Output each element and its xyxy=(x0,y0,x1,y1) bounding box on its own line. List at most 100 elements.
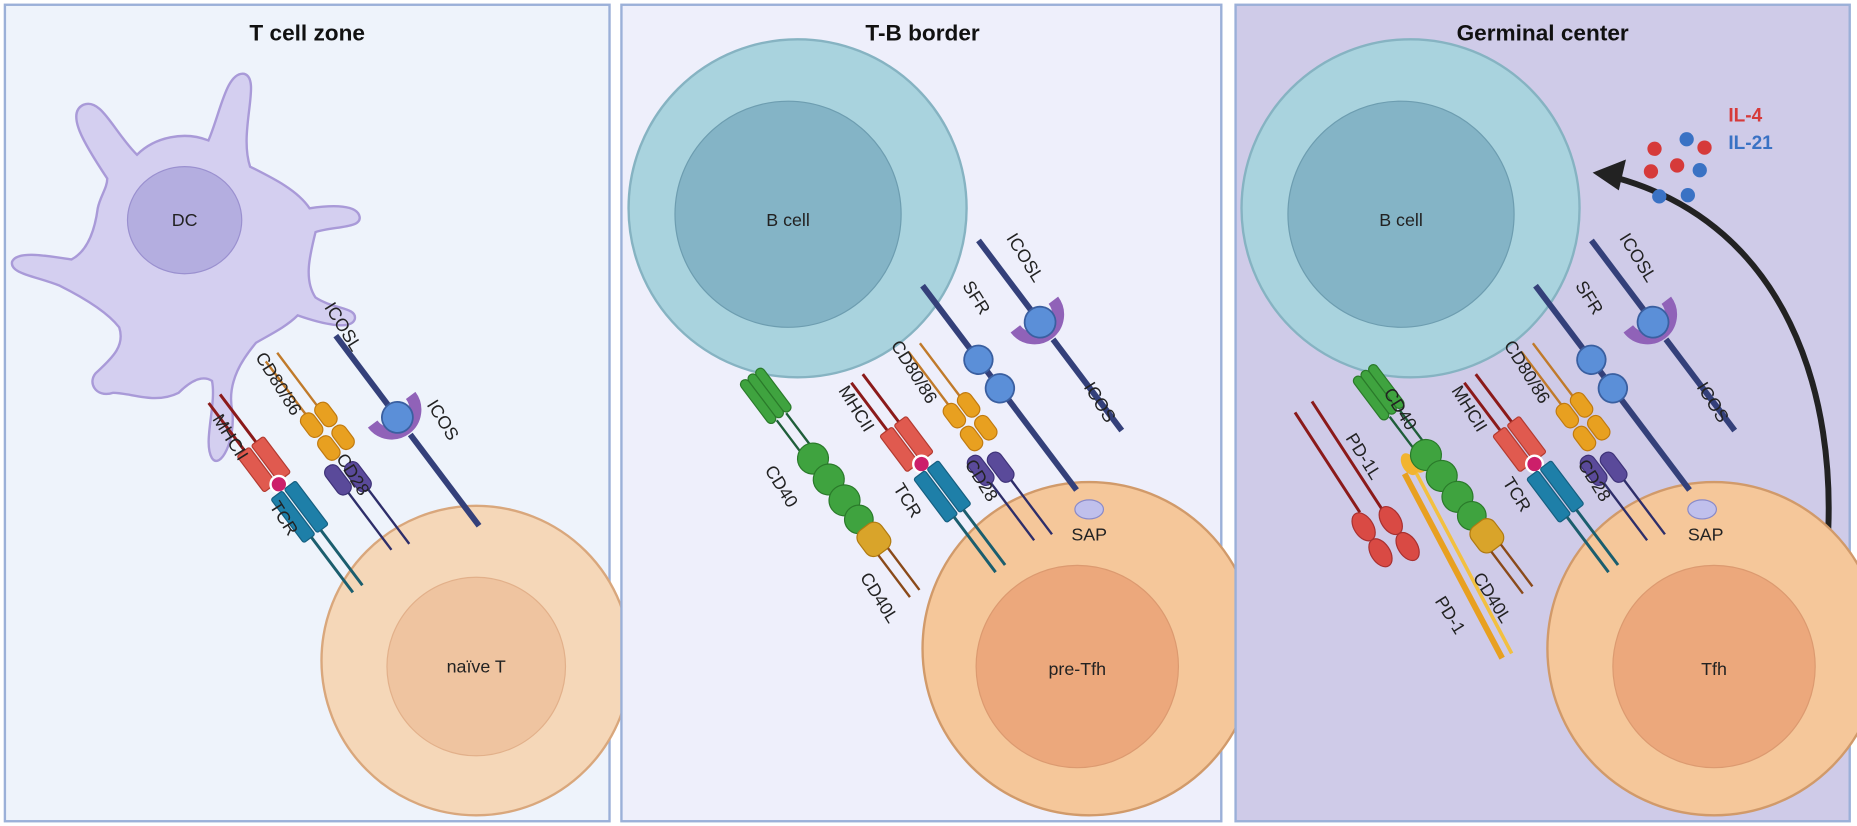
receptor-part xyxy=(1023,305,1057,339)
receptor-part xyxy=(962,508,1007,566)
panel-title: Germinal center xyxy=(1457,20,1629,45)
receptors xyxy=(1293,238,1738,660)
receptor-part xyxy=(269,474,289,494)
dc-label: DC xyxy=(172,210,198,230)
cd80-cd28-complex xyxy=(264,352,411,551)
label-sap: SAP xyxy=(1688,524,1724,544)
receptor-part xyxy=(1368,538,1393,568)
receptor-part xyxy=(271,491,315,543)
receptor-part xyxy=(907,351,949,405)
mhcii-tcr-complex xyxy=(1463,373,1620,574)
receptor-part xyxy=(1524,454,1545,474)
icosl-icos-complex xyxy=(1589,238,1738,433)
receptor-part xyxy=(775,419,804,456)
receptor-part xyxy=(1352,375,1390,421)
receptor-part xyxy=(739,379,777,425)
receptor-part xyxy=(913,470,958,523)
receptor-part xyxy=(367,488,411,545)
receptor-part xyxy=(966,454,995,487)
icosl-icos-complex xyxy=(333,333,482,528)
receptor-part xyxy=(1636,305,1670,339)
receptor-part xyxy=(1490,551,1524,595)
receptor-part xyxy=(877,554,911,598)
cd40-cd40l-complex xyxy=(1352,364,1534,595)
receptor-part xyxy=(319,529,364,587)
sap-protein xyxy=(1687,499,1718,520)
receptor-part xyxy=(990,482,1036,542)
receptor-part xyxy=(347,492,393,551)
cd80-cd28-complex xyxy=(907,342,1053,542)
il21-molecule xyxy=(1652,189,1667,204)
receptor-part xyxy=(284,481,329,533)
receptor-part xyxy=(1623,479,1666,536)
icosl-icos-complex xyxy=(976,238,1125,433)
receptor-part xyxy=(1603,482,1649,542)
cd40-cd40l-complex xyxy=(739,367,921,598)
receptor-part xyxy=(1597,373,1629,404)
naive-t-nucleus xyxy=(386,576,567,757)
receptor-part xyxy=(912,454,932,474)
receptor-part xyxy=(1572,425,1597,452)
receptor-part xyxy=(1565,516,1610,574)
receptor-part xyxy=(1555,402,1580,429)
receptor-part xyxy=(310,536,355,594)
receptor-part xyxy=(1576,344,1607,375)
receptor-part xyxy=(918,342,961,397)
sfr-complex xyxy=(1533,283,1692,492)
il21-label: IL-21 xyxy=(1728,133,1773,154)
il4-molecule xyxy=(1643,164,1659,179)
panel-title: T-B border xyxy=(865,20,980,45)
dc-nucleus xyxy=(126,166,243,275)
receptor-part xyxy=(1520,351,1562,405)
receptor-part xyxy=(1293,411,1362,514)
receptor-part xyxy=(333,333,393,410)
receptor-part xyxy=(1586,414,1611,441)
receptor-part xyxy=(1463,381,1503,434)
b-cell-label: B cell xyxy=(766,210,810,230)
b-cell-nucleus xyxy=(674,100,902,328)
mhcii-tcr-complex xyxy=(207,393,364,594)
sap-protein xyxy=(1074,499,1105,520)
receptor-part xyxy=(976,238,1036,315)
receptor-part xyxy=(1395,531,1420,562)
b-cell-label: B cell xyxy=(1379,210,1423,230)
cytokine-cluster xyxy=(1643,132,1712,204)
pd1l-complex xyxy=(1293,400,1420,568)
receptor-part xyxy=(927,460,971,513)
il4-molecule xyxy=(1647,141,1662,156)
receptor-part xyxy=(381,401,414,434)
secretion-arrow xyxy=(1617,175,1832,551)
receptor-part xyxy=(1388,416,1417,452)
receptor-part xyxy=(850,381,890,434)
receptor-part xyxy=(1589,238,1649,315)
il21-molecule xyxy=(1679,132,1694,147)
receptor-part xyxy=(963,344,994,375)
receptor-part xyxy=(974,414,998,441)
panel-t-cell-zone: T cell zone DC naïve T xyxy=(3,3,633,823)
tfh-nucleus xyxy=(1612,564,1816,769)
receptor-part xyxy=(986,451,1015,483)
naive-t-label: naïve T xyxy=(447,656,506,676)
receptor-part xyxy=(1663,337,1738,433)
receptor-part xyxy=(785,412,813,449)
pre-tfh-label: pre-Tfh xyxy=(1049,659,1107,679)
receptor-part xyxy=(1010,479,1053,536)
receptor-part xyxy=(1474,373,1515,425)
receptor-part xyxy=(317,435,341,461)
receptor-part xyxy=(331,424,355,451)
il4-label: IL-4 xyxy=(1728,105,1762,126)
receptor-part xyxy=(207,402,248,454)
receptor-part xyxy=(952,516,997,574)
receptor-part xyxy=(984,373,1016,404)
receptor-part xyxy=(276,352,318,406)
panel-germinal-center: Germinal center IL-4 IL-21 B cell Tfh xyxy=(1234,3,1857,823)
receptor-part xyxy=(1050,337,1125,433)
receptor-part xyxy=(887,547,921,591)
receptor-part xyxy=(1499,543,1534,588)
receptor-part xyxy=(1569,392,1594,418)
receptor-part xyxy=(1531,342,1574,397)
receptor-part xyxy=(314,401,338,428)
receptor-part xyxy=(959,425,984,452)
receptor-part xyxy=(1398,408,1426,445)
receptor-part xyxy=(264,360,307,415)
